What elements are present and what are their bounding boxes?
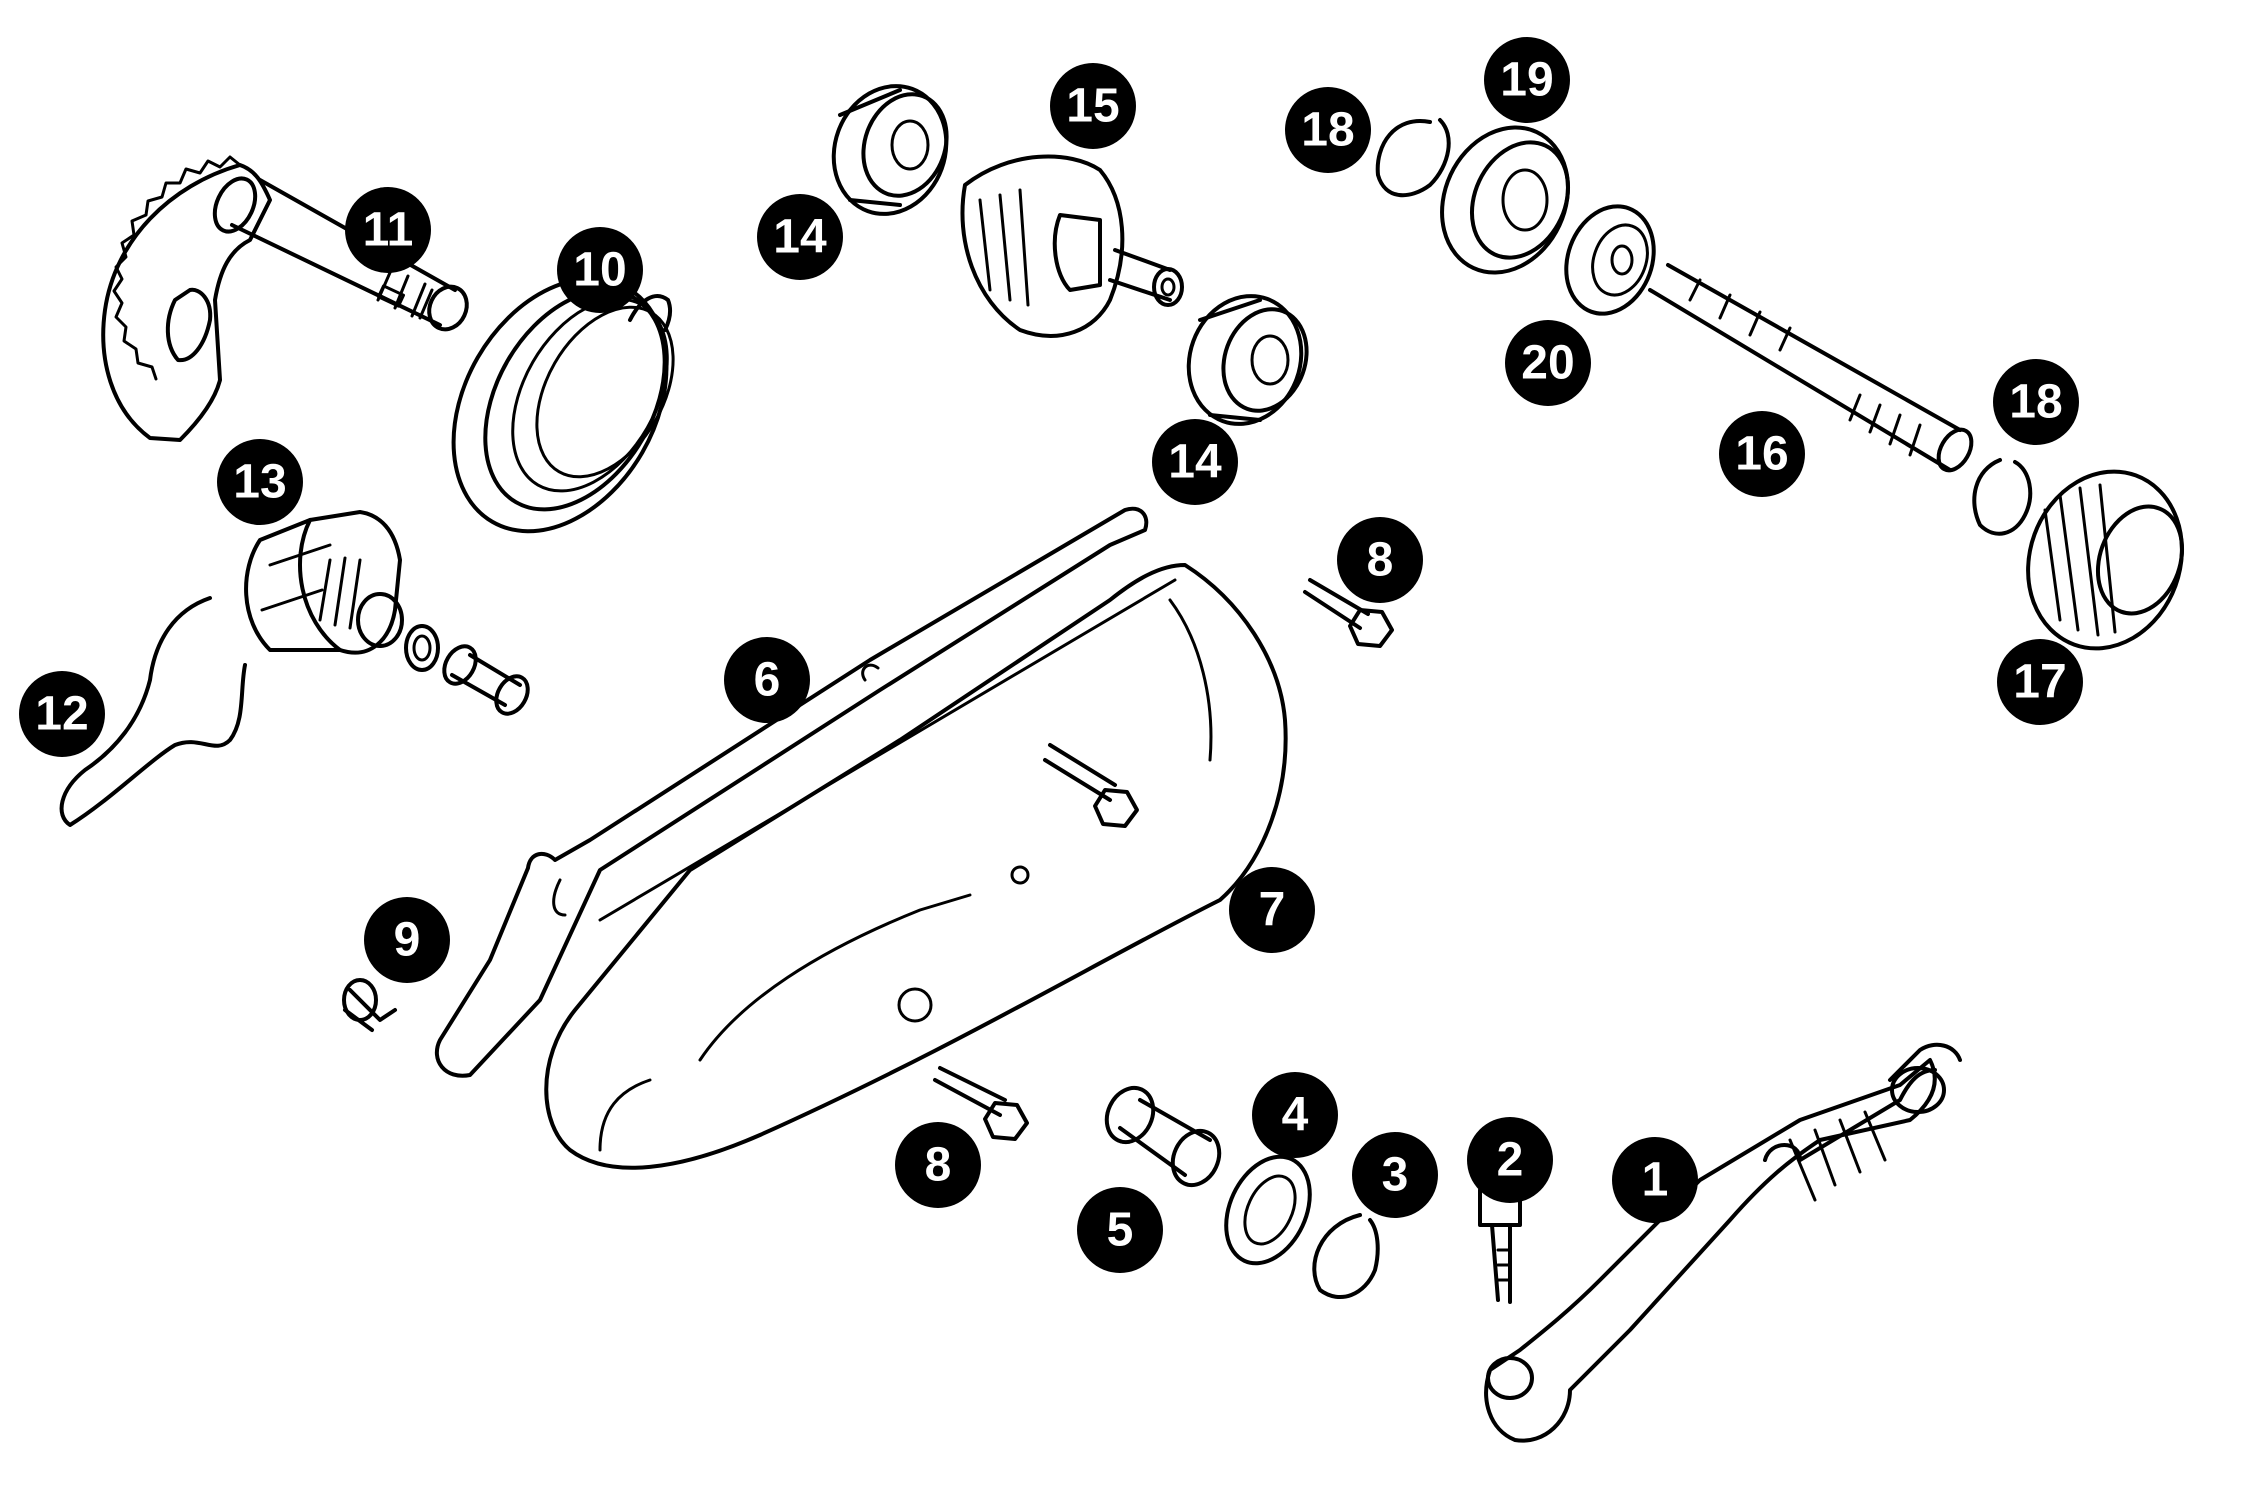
- part-small-pin: [442, 644, 530, 716]
- callout-14-lower: 14: [1152, 419, 1238, 505]
- callout-label: 9: [394, 914, 421, 967]
- callout-label: 12: [35, 688, 88, 741]
- callout-label: 7: [1259, 884, 1286, 937]
- part-crankcase-cover: [544, 563, 1288, 1170]
- callout-1: 1: [1612, 1137, 1698, 1223]
- part-washer: [1224, 1154, 1312, 1266]
- callout-18-lower: 18: [1993, 359, 2079, 445]
- callout-6: 6: [724, 637, 810, 723]
- part-splined-shaft: [1648, 263, 1974, 473]
- callout-3: 3: [1352, 1132, 1438, 1218]
- part-bearing-lower: [1186, 294, 1309, 426]
- callout-label: 19: [1500, 54, 1553, 107]
- callout-16: 16: [1719, 411, 1805, 497]
- callout-label: 18: [2009, 376, 2062, 429]
- part-bushing: [1104, 1085, 1222, 1188]
- callout-label: 14: [773, 211, 827, 264]
- callout-11: 11: [345, 187, 431, 273]
- callout-label: 4: [1282, 1089, 1309, 1142]
- callout-20: 20: [1505, 320, 1591, 406]
- callout-label: 3: [1382, 1149, 1409, 1202]
- callout-label: 13: [233, 456, 286, 509]
- callout-label: 17: [2013, 656, 2066, 709]
- callout-label: 15: [1066, 80, 1119, 133]
- callout-label: 10: [573, 244, 626, 297]
- part-driven-gear: [960, 154, 1184, 338]
- callout-10: 10: [557, 227, 643, 313]
- callout-label: 16: [1735, 428, 1788, 481]
- callout-label: 6: [754, 654, 781, 707]
- part-small-bearing: [1564, 204, 1656, 316]
- part-screw: [1478, 1188, 1522, 1304]
- part-large-bearing: [1440, 125, 1571, 275]
- callout-label: 1: [1642, 1154, 1669, 1207]
- part-dowel: [342, 978, 397, 1032]
- callout-label: 18: [1301, 104, 1354, 157]
- callout-label: 8: [925, 1139, 952, 1192]
- callout-label: 11: [363, 204, 414, 257]
- callout-12: 12: [19, 671, 105, 757]
- part-small-washer: [404, 624, 440, 672]
- callout-label: 8: [1367, 534, 1394, 587]
- part-kick-lever: [1484, 1042, 1962, 1443]
- callout-2: 2: [1467, 1117, 1553, 1203]
- part-cover-gasket: [434, 506, 1149, 1078]
- callout-13: 13: [217, 439, 303, 525]
- part-bolt-upper: [1303, 578, 1394, 648]
- callout-8-lower: 8: [895, 1122, 981, 1208]
- part-circlip-upper: [1375, 118, 1451, 198]
- part-kick-pinion: [244, 510, 404, 655]
- part-gear-17: [2026, 469, 2185, 651]
- callout-label: 5: [1107, 1204, 1134, 1257]
- callout-8-upper: 8: [1337, 517, 1423, 603]
- part-wire-clip: [59, 596, 247, 827]
- callout-17: 17: [1997, 639, 2083, 725]
- callout-label: 14: [1168, 436, 1222, 489]
- callout-label: 2: [1497, 1134, 1524, 1187]
- callout-5: 5: [1077, 1187, 1163, 1273]
- callout-7: 7: [1229, 867, 1315, 953]
- part-bolt-middle: [1043, 743, 1139, 828]
- callout-label: 20: [1521, 337, 1574, 390]
- part-bolt-lower: [933, 1066, 1029, 1141]
- part-circlip: [1312, 1213, 1380, 1300]
- part-bearing-upper: [831, 84, 949, 216]
- callout-9: 9: [364, 897, 450, 983]
- callout-4: 4: [1252, 1072, 1338, 1158]
- callout-15: 15: [1050, 63, 1136, 149]
- callout-18-upper: 18: [1285, 87, 1371, 173]
- callout-14-upper: 14: [757, 194, 843, 280]
- part-circlip-lower: [1972, 458, 2033, 536]
- callout-19: 19: [1484, 37, 1570, 123]
